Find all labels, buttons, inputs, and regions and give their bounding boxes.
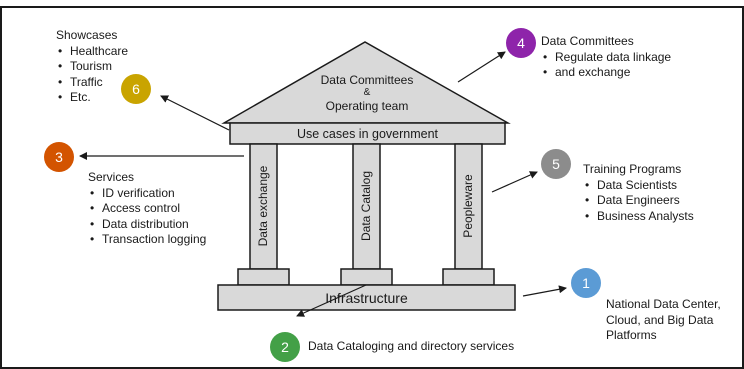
plinth-center [340, 268, 393, 286]
roof-label: Data Committees & Operating team [308, 72, 426, 114]
pillar-data-exchange [249, 143, 278, 270]
training-list: Data Scientists Data Engineers Business … [583, 178, 694, 225]
committees-block: Data Committees Regulate data linkage an… [541, 34, 671, 81]
services-block: Services ID verification Access control … [88, 170, 206, 248]
showcases-item: Healthcare [56, 44, 128, 60]
training-item: Business Analysts [583, 209, 694, 225]
base-label: Infrastructure [325, 290, 408, 306]
services-item: Data distribution [88, 217, 206, 233]
showcases-block: Showcases Healthcare Tourism Traffic Etc… [56, 28, 128, 106]
roof-line-1: Data Committees [320, 73, 414, 87]
badge-1: 1 [571, 268, 601, 298]
badge-2: 2 [270, 332, 300, 362]
pillar-label-data-catalog: Data Catalog [359, 170, 373, 242]
arrow-to-infrastructure-note [522, 285, 567, 297]
pillar-label-peopleware: Peopleware [461, 174, 475, 238]
roof-line-2: & [363, 87, 371, 99]
committees-title: Data Committees [541, 34, 634, 48]
arrow-to-training [491, 171, 538, 193]
badge-3: 3 [44, 142, 74, 172]
services-list: ID verification Access control Data dist… [88, 186, 206, 248]
plinth-left [237, 268, 290, 286]
infrastructure-note: National Data Center, Cloud, and Big Dat… [606, 297, 721, 344]
training-block: Training Programs Data Scientists Data E… [583, 162, 694, 224]
badge-5: 5 [541, 149, 571, 179]
showcases-item: Tourism [56, 59, 128, 75]
badge-4: 4 [506, 28, 536, 58]
arrow-to-cataloging [296, 284, 367, 317]
infrastructure-note-line-2: Cloud, and Big Data [606, 312, 714, 327]
cataloging-label: Data Cataloging and directory services [308, 339, 515, 353]
infrastructure-note-line-3: Platforms [606, 328, 657, 343]
arrow-to-showcases [160, 95, 230, 131]
showcases-item: Traffic [56, 75, 128, 91]
services-item: Access control [88, 201, 206, 217]
arrow-to-committees [457, 51, 506, 83]
pillar-peopleware [454, 143, 483, 270]
committees-list: Regulate data linkage and exchange [541, 50, 671, 81]
services-item: ID verification [88, 186, 206, 202]
showcases-list: Healthcare Tourism Traffic Etc. [56, 44, 128, 106]
pillar-data-catalog [352, 143, 381, 270]
services-title: Services [88, 170, 135, 184]
committees-item: and exchange [541, 65, 671, 81]
beam-label: Use cases in government [296, 127, 439, 141]
roof-line-3: Operating team [325, 99, 409, 114]
diagram-frame [0, 6, 744, 369]
infrastructure-note-line-1: National Data Center, [606, 297, 721, 311]
committees-item: Regulate data linkage [541, 50, 671, 66]
services-item: Transaction logging [88, 232, 206, 248]
showcases-item: Etc. [56, 90, 128, 106]
training-item: Data Engineers [583, 193, 694, 209]
base-rect [217, 284, 516, 311]
training-item: Data Scientists [583, 178, 694, 194]
pillar-label-data-exchange: Data exchange [256, 165, 270, 247]
training-title: Training Programs [583, 162, 682, 176]
showcases-title: Showcases [56, 28, 118, 42]
plinth-right [442, 268, 495, 286]
